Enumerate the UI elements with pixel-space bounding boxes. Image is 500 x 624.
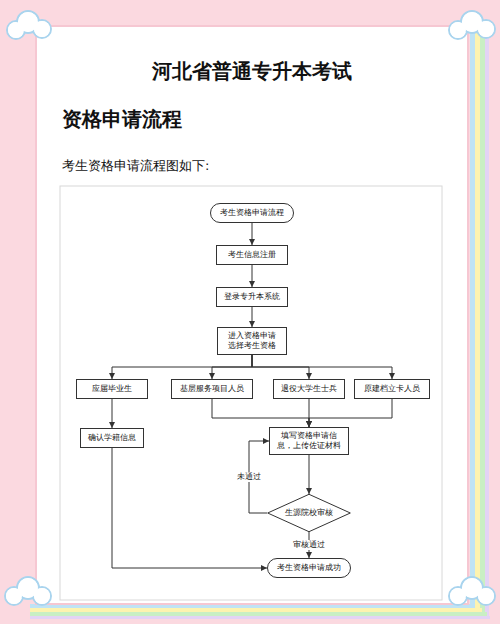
rainbow-stripe: [475, 20, 480, 612]
node-text: 考生资格申请成功: [277, 563, 341, 573]
flow-arrow: [112, 399, 113, 428]
intro-text: 考生资格申请流程图如下:: [62, 157, 209, 175]
process-box: 基层服务项目人员: [171, 379, 253, 399]
terminal-box: 考生资格申请流程: [210, 203, 294, 223]
flow-arrow: [112, 355, 252, 379]
diagram-frame: [60, 186, 442, 600]
process-box: 登录专升本系统: [216, 287, 288, 307]
node-text: 进入资格申请 选择考生资格: [226, 331, 278, 351]
edge-label: 审核通过: [292, 540, 326, 550]
process-box: 原建档立卡人员: [354, 379, 430, 399]
rainbow-stripe: [30, 612, 487, 616]
node-text: 原建档立卡人员: [364, 384, 420, 394]
rainbow-stripe: [30, 616, 490, 619]
process-box: 应届毕业生: [76, 379, 148, 399]
cloud: [5, 11, 495, 605]
edge-label: 未通过: [236, 472, 262, 482]
diamond-shape: [268, 494, 351, 531]
flow-arrow: [252, 223, 253, 245]
node-text: 填写资格申请信息，上传佐证材料: [275, 431, 343, 451]
flow-arrow: [212, 399, 309, 427]
flow-arrow: [252, 265, 253, 287]
flow-arrow: [309, 399, 392, 427]
node-text: 确认学籍信息: [88, 433, 136, 443]
node-text: 考生信息注册: [228, 250, 276, 260]
rainbow-stripe: [30, 608, 482, 612]
white-card: [36, 26, 468, 604]
flow-arrow: [309, 455, 310, 494]
node-text: 基层服务项目人员: [180, 384, 244, 394]
process-box: 确认学籍信息: [80, 428, 144, 448]
cloud-fill: [6, 12, 494, 604]
flow-arrow: [212, 355, 252, 379]
page-title: 河北省普通专升本考试: [152, 58, 352, 85]
rainbow-stripe: [470, 20, 475, 610]
node-text: 考生资格申请流程: [220, 208, 284, 218]
process-box: 填写资格申请信息，上传佐证材料: [269, 427, 349, 455]
process-box: 进入资格申请 选择考生资格: [217, 327, 287, 355]
terminal-box: 考生资格申请成功: [267, 558, 351, 578]
section-heading: 资格申请流程: [62, 106, 182, 133]
node-text: 生源院校审核: [285, 508, 333, 518]
rainbow-stripe: [485, 20, 489, 616]
flow-arrow: [252, 307, 253, 327]
decision-diamond: 生源院校审核: [267, 494, 351, 532]
node-text: 退役大学生士兵: [281, 384, 337, 394]
flow-arrow: [252, 355, 392, 379]
flow-arrow: [112, 448, 267, 568]
process-box: 退役大学生士兵: [273, 379, 345, 399]
process-box: 考生信息注册: [216, 245, 288, 265]
node-text: 应届毕业生: [92, 384, 132, 394]
rainbow-stripe: [480, 20, 485, 614]
node-text: 登录专升本系统: [224, 292, 280, 302]
